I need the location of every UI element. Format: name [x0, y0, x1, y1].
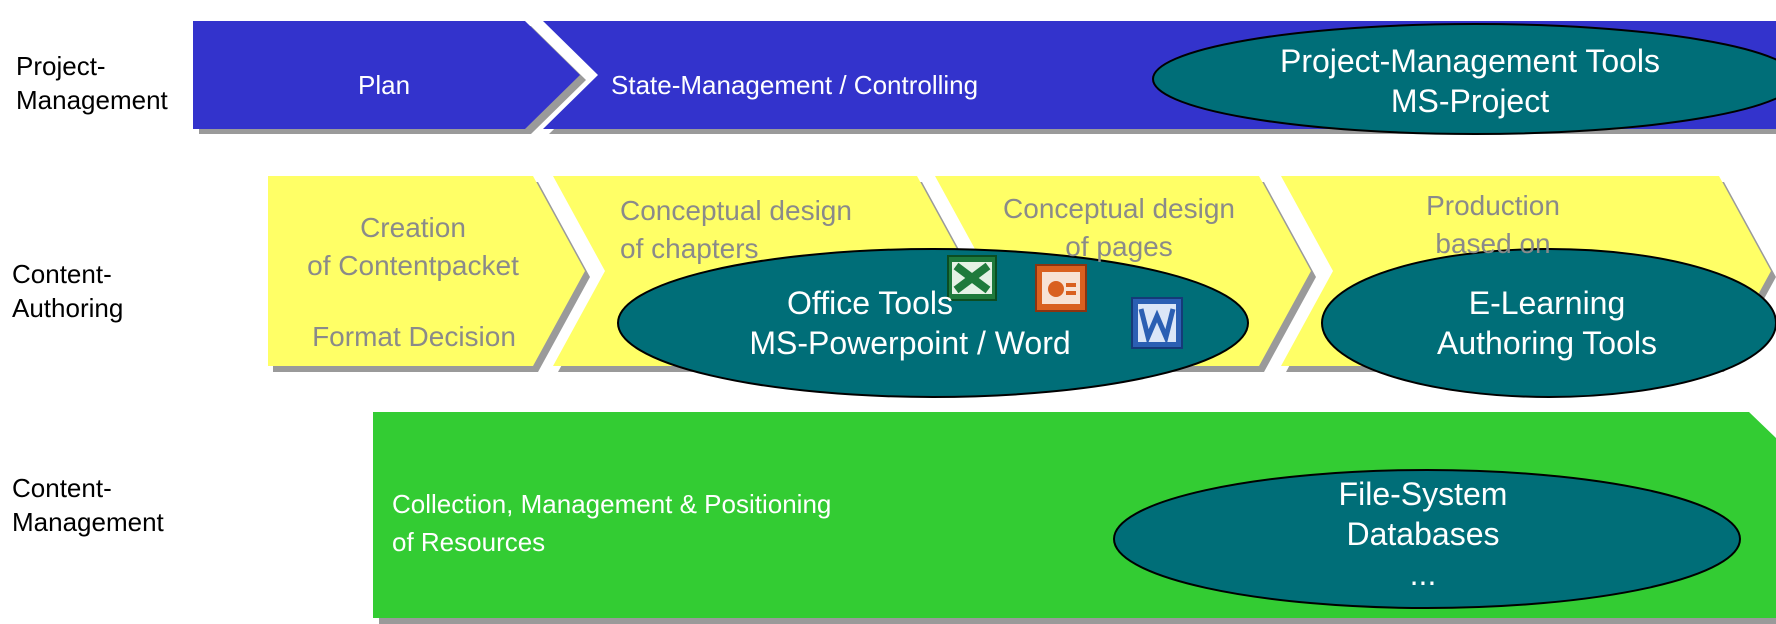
management-band [373, 412, 1776, 624]
office-tools-label: Office Tools MS-Powerpoint / Word [749, 283, 1070, 363]
step1-arrow [268, 176, 585, 366]
plan-arrow [193, 21, 580, 129]
row-label-project-management: Project- Management [16, 49, 168, 117]
step4-label: Production based on [1426, 187, 1560, 263]
storage-line1: File-System [1338, 476, 1508, 512]
pm-tools-line1: Project-Management Tools [1279, 43, 1661, 79]
step3-line2: of pages [1065, 231, 1173, 262]
state-management-label: State-Management / Controlling [611, 70, 979, 100]
plan-label: Plan [358, 70, 411, 100]
step1-line1: Creation [360, 212, 466, 243]
step1-label: Creation of Contentpacket [307, 209, 519, 285]
storage-line2: Databases [1346, 516, 1500, 552]
resources-label: Collection, Management & Positioning of … [392, 485, 831, 561]
pm-tools-ellipse [1152, 23, 1776, 135]
row-label-line2: Authoring [12, 293, 124, 323]
authoring-band [268, 176, 1776, 398]
pm-tools-line2: MS-Project [1390, 83, 1550, 119]
row-label-content-authoring: Content- Authoring [12, 257, 123, 325]
row-label-line1: Content- [12, 259, 112, 289]
step3-label: Conceptual design of pages [1003, 190, 1235, 266]
row-label-line2: Management [16, 85, 168, 115]
elearning-tools-label: E-Learning Authoring Tools [1437, 283, 1657, 363]
office-tools-line1: Office Tools [786, 285, 954, 321]
excel-icon [947, 255, 997, 301]
step3-line1: Conceptual design [1003, 193, 1235, 224]
step1-line2: of Contentpacket [307, 250, 519, 281]
resources-line2: of Resources [392, 527, 546, 557]
step2-label: Conceptual design of chapters [620, 192, 852, 268]
powerpoint-icon [1035, 264, 1087, 312]
row-label-line1: Content- [12, 473, 112, 503]
pm-tools-label: Project-Management Tools MS-Project [1280, 41, 1660, 121]
step2-line2: of chapters [620, 233, 759, 264]
step2-line1: Conceptual design [620, 195, 852, 226]
storage-label: File-System Databases ... [1339, 474, 1508, 594]
project-band [193, 21, 1776, 135]
storage-ellipse [1113, 469, 1741, 609]
word-icon [1131, 297, 1183, 349]
step1-format-label: Format Decision [312, 321, 516, 352]
elearning-tools-line2: Authoring Tools [1437, 325, 1657, 361]
row-label-line1: Project- [16, 51, 106, 81]
elearning-tools-ellipse [1321, 248, 1776, 398]
step4-line1: Production [1426, 190, 1560, 221]
storage-line3: ... [1409, 556, 1437, 592]
resources-line1: Collection, Management & Positioning [392, 489, 832, 519]
office-tools-line2: MS-Powerpoint / Word [749, 325, 1071, 361]
row-label-content-management: Content- Management [12, 471, 164, 539]
elearning-tools-line1: E-Learning [1468, 285, 1626, 321]
row-label-line2: Management [12, 507, 164, 537]
office-tools-ellipse [617, 248, 1249, 398]
step4-line2: based on [1435, 228, 1551, 259]
